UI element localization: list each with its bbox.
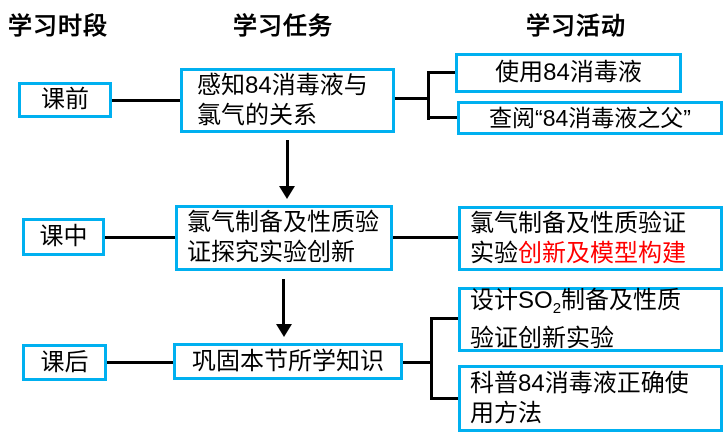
activity-box-model-building: 氯气制备及性质验证 实验创新及模型构建 <box>458 206 723 271</box>
activity-model-line2: 实验创新及模型构建 <box>470 239 686 269</box>
arrow1-shaft <box>286 140 289 188</box>
activity-box-use-84: 使用84消毒液 <box>455 53 682 93</box>
activity-model-line2-red: 创新及模型构建 <box>518 239 686 267</box>
task-perceive-line2: 氯气的关系 <box>197 101 317 129</box>
connector-task2-to-activity <box>393 236 458 239</box>
task-box-consolidate: 巩固本节所学知识 <box>173 343 403 380</box>
activity-box-popularize-usage: 科普84消毒液正确使 用方法 <box>458 365 723 432</box>
connector-task1-to-bracket <box>395 97 430 100</box>
task-box-chlorine-experiment: 氯气制备及性质验 证探究实验创新 <box>175 205 393 271</box>
arrow2-down-head <box>276 324 292 337</box>
period-box-before-class: 课前 <box>18 82 112 118</box>
bracket1-branch-top <box>430 71 455 74</box>
arrow1-down-head <box>279 186 295 199</box>
activity-so2-line1-pre: 设计SO <box>470 286 553 314</box>
task-perceive-line1: 感知84消毒液与 <box>197 71 368 99</box>
activity-popularize-line2: 用方法 <box>470 399 542 427</box>
connector-after-to-task <box>107 361 173 364</box>
bracket1-vertical <box>427 71 430 120</box>
arrow2-shaft <box>282 279 285 326</box>
connector-task3-to-bracket <box>403 361 433 364</box>
task-chlorine-line1: 氯气制备及性质验 <box>187 209 379 236</box>
bracket2-branch-bottom <box>433 397 458 400</box>
activity-box-so2-design: 设计SO2制备及性质 验证创新实验 <box>458 287 723 352</box>
connector-before-to-task <box>112 99 180 102</box>
activity-box-lookup-father: 查阅“84消毒液之父” <box>457 101 723 135</box>
period-box-after-class: 课后 <box>22 344 107 381</box>
column-header-task: 学习任务 <box>233 13 333 40</box>
bracket2-branch-top <box>433 317 458 320</box>
activity-popularize-line1: 科普84消毒液正确使 <box>470 369 689 397</box>
bracket1-branch-bottom <box>430 116 457 119</box>
activity-so2-line1-post: 制备及性质 <box>561 286 682 314</box>
activity-so2-subscript: 2 <box>552 299 562 317</box>
task-box-perceive-84: 感知84消毒液与 氯气的关系 <box>180 68 395 133</box>
bracket2-vertical <box>430 317 433 400</box>
column-header-period: 学习时段 <box>8 13 108 40</box>
activity-so2-line2: 验证创新实验 <box>470 324 614 352</box>
connector-during-to-task <box>105 236 175 239</box>
activity-so2-line1: 设计SO2制备及性质 <box>470 286 681 324</box>
period-box-during-class: 课中 <box>22 218 105 256</box>
activity-model-line1: 氯气制备及性质验证 <box>470 209 686 237</box>
activity-model-line2-black: 实验 <box>470 239 518 267</box>
task-chlorine-line2: 证探究实验创新 <box>187 239 355 266</box>
column-header-activity: 学习活动 <box>526 13 626 40</box>
